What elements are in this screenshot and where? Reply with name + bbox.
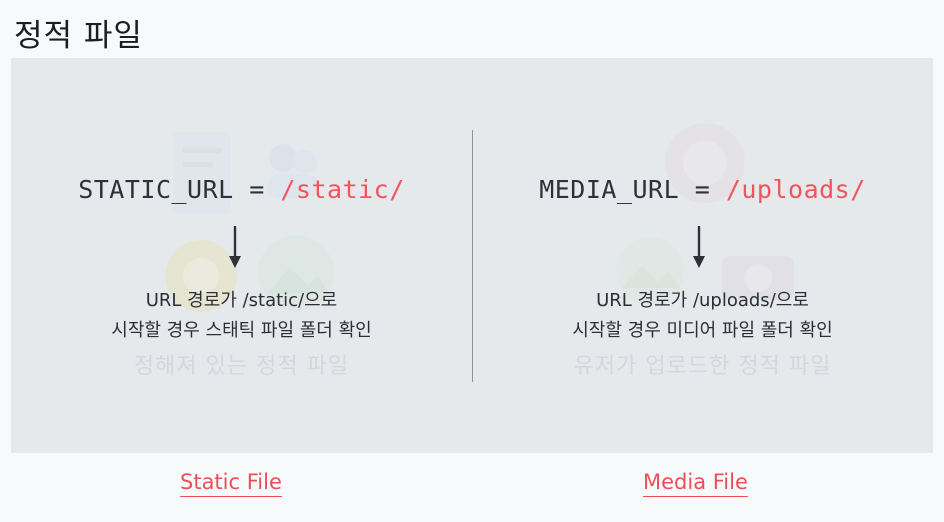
media-url-code: MEDIA_URL = /uploads/: [472, 175, 933, 204]
content-panel: STATIC_URL = /static/ URL 경로가 /static/으로…: [11, 58, 933, 453]
arrow-down-icon: [229, 226, 241, 268]
media-description-line2: 시작할 경우 미디어 파일 폴더 확인: [572, 320, 833, 341]
static-url-key: STATIC_URL =: [78, 175, 281, 204]
media-column: MEDIA_URL = /uploads/ URL 경로가 /uploads/으…: [472, 58, 933, 453]
static-description-line1: URL 경로가 /static/으로: [145, 290, 338, 311]
image-icon: [616, 237, 684, 305]
static-faded-caption: 정해져 있는 정적 파일: [133, 354, 350, 379]
media-description: URL 경로가 /uploads/으로 시작할 경우 미디어 파일 폴더 확인: [472, 286, 933, 346]
static-description: URL 경로가 /static/으로 시작할 경우 스태틱 파일 폴더 확인: [11, 286, 472, 346]
static-url-code: STATIC_URL = /static/: [11, 175, 472, 204]
static-url-value: /static/: [280, 175, 405, 204]
column-divider: [472, 130, 473, 382]
document-icon: [173, 132, 231, 214]
media-faded-caption: 유저가 업로드한 정적 파일: [573, 354, 832, 379]
people-icon: [267, 144, 319, 198]
page-title: 정적 파일: [14, 18, 143, 54]
image-icon: [258, 235, 334, 311]
static-description-line2: 시작할 경우 스태틱 파일 폴더 확인: [111, 320, 372, 341]
static-column: STATIC_URL = /static/ URL 경로가 /static/으로…: [11, 58, 472, 453]
media-file-icon: [665, 123, 745, 203]
camera-icon: [165, 240, 237, 312]
media-url-value: /uploads/: [725, 175, 866, 204]
media-description-line1: URL 경로가 /uploads/으로: [596, 290, 809, 311]
static-file-label: Static File: [180, 470, 282, 497]
media-url-key: MEDIA_URL =: [539, 175, 726, 204]
camera-icon: [722, 256, 794, 300]
media-file-label: Media File: [643, 470, 748, 497]
arrow-down-icon: [693, 226, 705, 268]
